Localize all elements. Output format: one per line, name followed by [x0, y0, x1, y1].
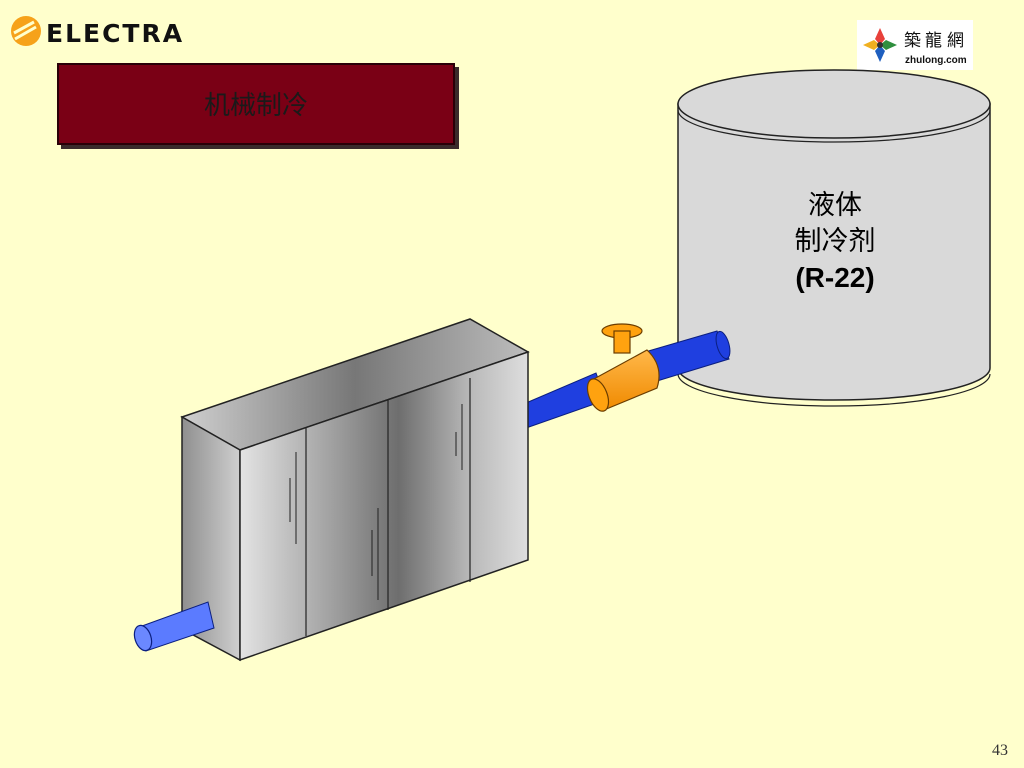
valve-icon	[586, 323, 660, 412]
zhulong-logo-icon: 築 龍 網 zhulong.com	[857, 20, 973, 70]
page-number: 43	[992, 742, 1008, 759]
zhulong-char-2: 龍	[925, 31, 942, 51]
tank-icon	[677, 69, 991, 407]
zhulong-char-1: 築	[904, 31, 921, 51]
electra-logo-text: ELECTRA	[46, 19, 184, 48]
slide-title: 机械制冷	[203, 90, 308, 121]
slide-title-box: 机械制冷	[57, 63, 455, 145]
zhulong-site: zhulong.com	[905, 55, 967, 66]
tank-label-line-3: (R-22)	[795, 262, 875, 293]
evaporator-icon	[180, 318, 530, 662]
inlet-pipe	[133, 601, 215, 652]
tank-label-line-2: 制冷剂	[794, 226, 876, 257]
zhulong-char-3: 網	[947, 31, 964, 51]
tank-label-line-1: 液体	[808, 190, 862, 221]
electra-logo-icon: ELECTRA	[11, 16, 184, 48]
tank-label: 液体 制冷剂 (R-22)	[735, 188, 935, 296]
